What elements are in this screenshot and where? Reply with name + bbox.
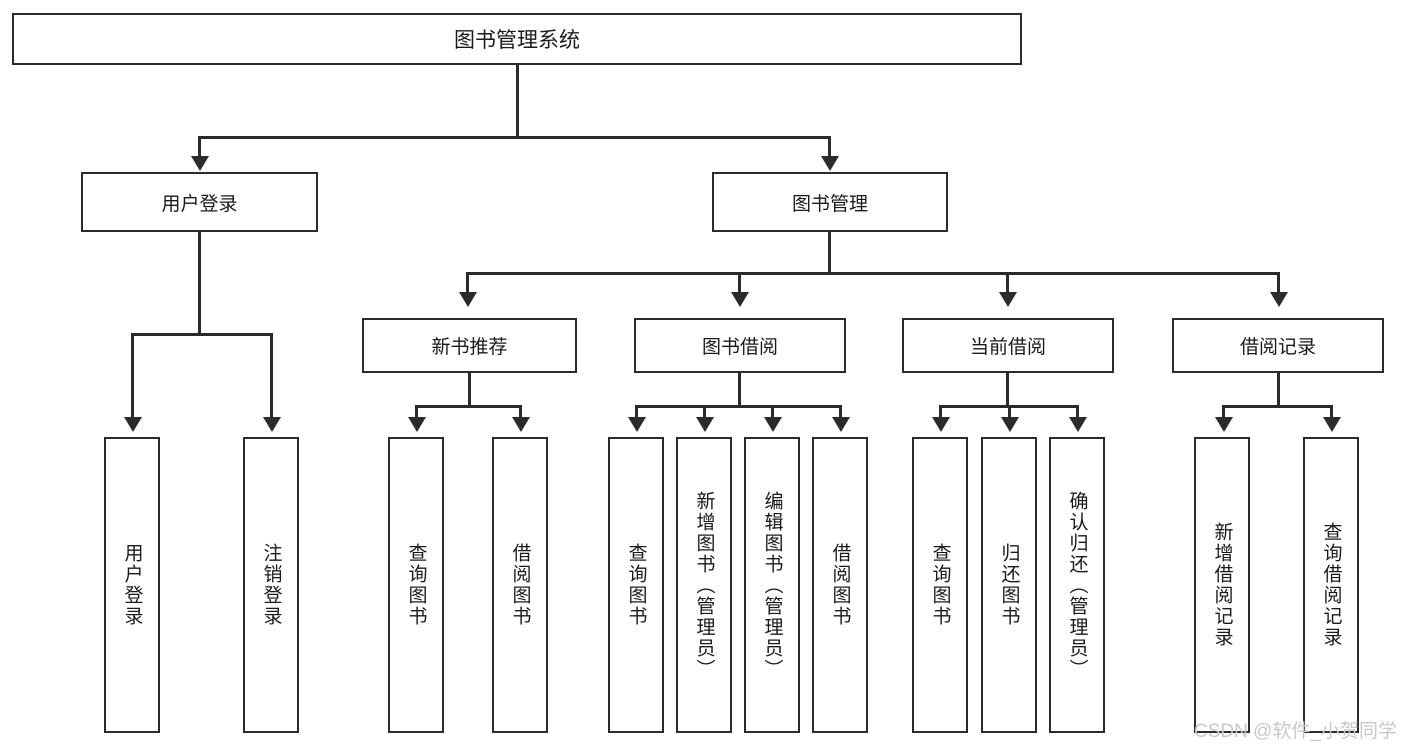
connector-book-borrow-drop-3	[771, 405, 774, 419]
node-label: 编辑图书（管理员）	[761, 490, 783, 680]
node-label: 新书推荐	[431, 337, 508, 358]
arrow-to-leaf-borrow-book-1	[512, 417, 530, 432]
node-label: 确认归还（管理员）	[1066, 490, 1088, 680]
connector-book-mgmt-drop-2	[738, 272, 741, 294]
connector-book-borrow-stem	[738, 373, 741, 407]
leaf-borrow-book[interactable]: 借阅图书	[812, 437, 868, 733]
arrow-root-to-book-management	[821, 156, 839, 171]
connector-borrow-record-drop-2	[1330, 405, 1333, 419]
arrow-to-leaf-add-book	[696, 417, 714, 432]
node-book-management[interactable]: 图书管理	[712, 172, 948, 232]
node-label: 图书管理系统	[454, 29, 580, 52]
node-label: 新增图书（管理员）	[693, 490, 715, 680]
leaf-query-borrow-record[interactable]: 查询借阅记录	[1303, 437, 1359, 733]
leaf-query-book-current[interactable]: 查询图书	[912, 437, 968, 733]
connector-book-borrow-drop-4	[839, 405, 842, 419]
leaf-return-book[interactable]: 归还图书	[981, 437, 1037, 733]
node-label: 当前借阅	[969, 337, 1046, 358]
arrow-to-borrow-record	[1270, 292, 1288, 307]
connector-borrow-record-drop-1	[1222, 405, 1225, 419]
connector-current-borrow-drop-1	[939, 405, 942, 419]
arrow-to-leaf-return-book	[1001, 417, 1019, 432]
connector-new-book-bus	[415, 405, 522, 408]
node-label: 用户登录	[121, 543, 143, 627]
leaf-borrow-book-recommend[interactable]: 借阅图书	[492, 437, 548, 733]
leaf-logout[interactable]: 注销登录	[243, 437, 299, 733]
node-book-borrow[interactable]: 图书借阅	[634, 318, 846, 373]
connector-book-borrow-drop-1	[635, 405, 638, 419]
arrow-to-leaf-query-book-2	[628, 417, 646, 432]
arrow-to-leaf-query-record	[1323, 417, 1341, 432]
node-label: 借阅图书	[509, 543, 531, 627]
connector-book-borrow-drop-2	[703, 405, 706, 419]
connector-book-mgmt-drop-1	[466, 272, 469, 294]
node-label: 查询图书	[929, 543, 951, 627]
connector-book-mgmt-drop-4	[1277, 272, 1280, 294]
arrow-to-leaf-query-book-1	[408, 417, 426, 432]
arrow-to-leaf-add-record	[1215, 417, 1233, 432]
arrow-to-new-book-recommend	[459, 292, 477, 307]
leaf-query-book-borrow[interactable]: 查询图书	[608, 437, 664, 733]
node-root-book-management-system[interactable]: 图书管理系统	[12, 13, 1022, 65]
connector-borrow-record-bus	[1222, 405, 1333, 408]
node-borrow-record[interactable]: 借阅记录	[1172, 318, 1384, 373]
node-label: 查询图书	[405, 543, 427, 627]
arrow-to-leaf-logout	[263, 417, 281, 432]
connector-book-mgmt-stem	[828, 232, 831, 274]
node-label: 图书借阅	[701, 337, 778, 358]
connector-current-borrow-drop-3	[1076, 405, 1079, 419]
connector-new-book-stem	[468, 373, 471, 407]
node-user-login[interactable]: 用户登录	[81, 172, 318, 232]
connector-user-login-drop-2	[270, 333, 273, 419]
connector-borrow-record-stem	[1277, 373, 1280, 407]
leaf-confirm-return-admin[interactable]: 确认归还（管理员）	[1049, 437, 1105, 733]
connector-new-book-drop-2	[519, 405, 522, 419]
connector-current-borrow-stem	[1006, 373, 1009, 407]
connector-new-book-drop-1	[415, 405, 418, 419]
connector-user-login-stem	[198, 232, 201, 335]
node-label: 借阅记录	[1239, 337, 1316, 358]
arrow-to-leaf-user-login	[124, 417, 142, 432]
leaf-user-login[interactable]: 用户登录	[104, 437, 160, 733]
connector-book-mgmt-drop-3	[1006, 272, 1009, 294]
arrow-to-leaf-confirm-return	[1069, 417, 1087, 432]
node-label: 用户登录	[161, 193, 238, 215]
connector-root-drop-2	[828, 136, 831, 158]
connector-current-borrow-drop-2	[1008, 405, 1011, 419]
arrow-to-leaf-borrow-book-2	[832, 417, 850, 432]
connector-root-drop-1	[198, 136, 201, 158]
connector-user-login-bus	[131, 333, 273, 336]
node-label: 新增借阅记录	[1211, 522, 1233, 648]
connector-root-bus	[198, 136, 831, 139]
arrow-to-leaf-query-book-3	[932, 417, 950, 432]
leaf-add-book-admin[interactable]: 新增图书（管理员）	[676, 437, 732, 733]
leaf-add-borrow-record[interactable]: 新增借阅记录	[1194, 437, 1250, 733]
connector-user-login-drop-1	[131, 333, 134, 419]
node-label: 查询借阅记录	[1320, 522, 1342, 648]
leaf-edit-book-admin[interactable]: 编辑图书（管理员）	[744, 437, 800, 733]
node-label: 借阅图书	[829, 543, 851, 627]
node-label: 查询图书	[625, 543, 647, 627]
node-label: 图书管理	[791, 193, 868, 215]
connector-book-mgmt-bus	[466, 272, 1279, 275]
node-current-borrow[interactable]: 当前借阅	[902, 318, 1114, 373]
arrow-root-to-user-login	[191, 156, 209, 171]
leaf-query-book-recommend[interactable]: 查询图书	[388, 437, 444, 733]
connector-book-borrow-bus	[635, 405, 842, 408]
arrow-to-leaf-edit-book	[764, 417, 782, 432]
node-label: 注销登录	[260, 543, 282, 627]
connector-root-stem	[516, 65, 519, 138]
arrow-to-book-borrow	[731, 292, 749, 307]
node-new-book-recommend[interactable]: 新书推荐	[362, 318, 577, 373]
arrow-to-current-borrow	[999, 292, 1017, 307]
node-label: 归还图书	[998, 543, 1020, 627]
